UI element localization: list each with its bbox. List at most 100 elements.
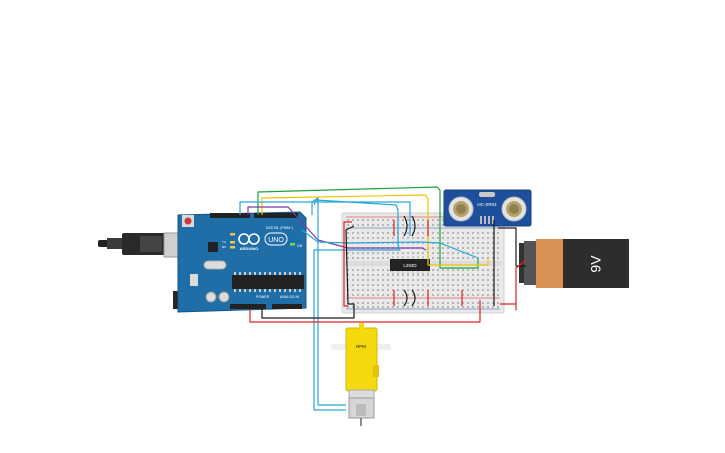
breadboard-hole[interactable]	[472, 257, 474, 259]
breadboard-hole[interactable]	[497, 279, 499, 281]
breadboard-hole[interactable]	[477, 242, 479, 244]
wire-blue-mid[interactable]	[301, 229, 479, 259]
breadboard-hole[interactable]	[392, 289, 394, 291]
breadboard-hole[interactable]	[432, 232, 434, 234]
breadboard-hole[interactable]	[492, 252, 494, 254]
breadboard-hole[interactable]	[462, 306, 464, 308]
breadboard-hole[interactable]	[362, 252, 364, 254]
breadboard-hole[interactable]	[492, 279, 494, 281]
breadboard-hole[interactable]	[487, 289, 489, 291]
breadboard-hole[interactable]	[347, 232, 349, 234]
breadboard-hole[interactable]	[362, 302, 364, 304]
breadboard-hole[interactable]	[442, 284, 444, 286]
breadboard-hole[interactable]	[412, 219, 414, 221]
breadboard-hole[interactable]	[362, 219, 364, 221]
breadboard-hole[interactable]	[392, 252, 394, 254]
breadboard-hole[interactable]	[362, 294, 364, 296]
breadboard-hole[interactable]	[497, 252, 499, 254]
breadboard-hole[interactable]	[367, 302, 369, 304]
breadboard-hole[interactable]	[402, 252, 404, 254]
breadboard-hole[interactable]	[382, 252, 384, 254]
breadboard-hole[interactable]	[422, 232, 424, 234]
sensor-pins[interactable]	[480, 216, 494, 224]
breadboard-hole[interactable]	[367, 252, 369, 254]
breadboard-hole[interactable]	[432, 237, 434, 239]
breadboard-hole[interactable]	[352, 237, 354, 239]
breadboard-hole[interactable]	[412, 306, 414, 308]
breadboard-hole[interactable]	[497, 274, 499, 276]
breadboard-hole[interactable]	[417, 242, 419, 244]
breadboard-hole[interactable]	[462, 257, 464, 259]
breadboard-hole[interactable]	[442, 252, 444, 254]
wire-red-5v[interactable]	[249, 300, 481, 323]
jumper-black-4[interactable]	[403, 289, 408, 307]
breadboard-hole[interactable]	[432, 257, 434, 259]
breadboard-hole[interactable]	[382, 289, 384, 291]
breadboard-hole[interactable]	[452, 237, 454, 239]
breadboard-hole[interactable]	[417, 219, 419, 221]
breadboard-hole[interactable]	[387, 306, 389, 308]
breadboard-hole[interactable]	[357, 219, 359, 221]
breadboard-hole[interactable]	[432, 252, 434, 254]
breadboard-hole[interactable]	[417, 289, 419, 291]
breadboard-hole[interactable]	[447, 242, 449, 244]
breadboard-hole[interactable]	[452, 279, 454, 281]
breadboard-hole[interactable]	[407, 232, 409, 234]
breadboard-hole[interactable]	[407, 242, 409, 244]
breadboard-hole[interactable]	[437, 224, 439, 226]
breadboard-hole[interactable]	[422, 224, 424, 226]
breadboard-hole[interactable]	[377, 279, 379, 281]
breadboard-hole[interactable]	[432, 289, 434, 291]
breadboard-hole[interactable]	[402, 294, 404, 296]
breadboard-hole[interactable]	[357, 294, 359, 296]
breadboard-hole[interactable]	[457, 289, 459, 291]
breadboard-hole[interactable]	[467, 252, 469, 254]
breadboard-hole[interactable]	[417, 279, 419, 281]
breadboard-hole[interactable]	[372, 219, 374, 221]
wire-green[interactable]	[257, 186, 479, 269]
breadboard-hole[interactable]	[482, 269, 484, 271]
breadboard-hole[interactable]	[477, 289, 479, 291]
breadboard-hole[interactable]	[492, 289, 494, 291]
breadboard-hole[interactable]	[412, 279, 414, 281]
breadboard-hole[interactable]	[482, 289, 484, 291]
breadboard-hole[interactable]	[487, 247, 489, 249]
breadboard-hole[interactable]	[387, 252, 389, 254]
breadboard-hole[interactable]	[407, 274, 409, 276]
breadboard-hole[interactable]	[367, 289, 369, 291]
breadboard-hole[interactable]	[437, 257, 439, 259]
breadboard-hole[interactable]	[452, 294, 454, 296]
breadboard-hole[interactable]	[367, 306, 369, 308]
breadboard-hole[interactable]	[447, 269, 449, 271]
breadboard-hole[interactable]	[357, 237, 359, 239]
breadboard-hole[interactable]	[462, 279, 464, 281]
breadboard-hole[interactable]	[447, 232, 449, 234]
breadboard-hole[interactable]	[432, 224, 434, 226]
wire-red-rail[interactable]	[343, 221, 352, 307]
breadboard-hole[interactable]	[382, 269, 384, 271]
breadboard-hole[interactable]	[447, 247, 449, 249]
breadboard-hole[interactable]	[397, 294, 399, 296]
breadboard-hole[interactable]	[457, 274, 459, 276]
breadboard-hole[interactable]	[377, 252, 379, 254]
breadboard-hole[interactable]	[422, 294, 424, 296]
breadboard-hole[interactable]	[372, 302, 374, 304]
breadboard-hole[interactable]	[387, 289, 389, 291]
breadboard-hole[interactable]	[372, 274, 374, 276]
breadboard-hole[interactable]	[422, 302, 424, 304]
wire-blue-top[interactable]	[239, 201, 411, 236]
breadboard-hole[interactable]	[427, 279, 429, 281]
breadboard-hole[interactable]	[352, 252, 354, 254]
breadboard-hole[interactable]	[382, 274, 384, 276]
breadboard-hole[interactable]	[377, 289, 379, 291]
breadboard-hole[interactable]	[432, 306, 434, 308]
breadboard-hole[interactable]	[452, 269, 454, 271]
breadboard-hole[interactable]	[467, 247, 469, 249]
breadboard-hole[interactable]	[482, 247, 484, 249]
breadboard-hole[interactable]	[447, 257, 449, 259]
breadboard-hole[interactable]	[467, 302, 469, 304]
breadboard-hole[interactable]	[387, 224, 389, 226]
breadboard-hole[interactable]	[387, 232, 389, 234]
breadboard-hole[interactable]	[382, 232, 384, 234]
